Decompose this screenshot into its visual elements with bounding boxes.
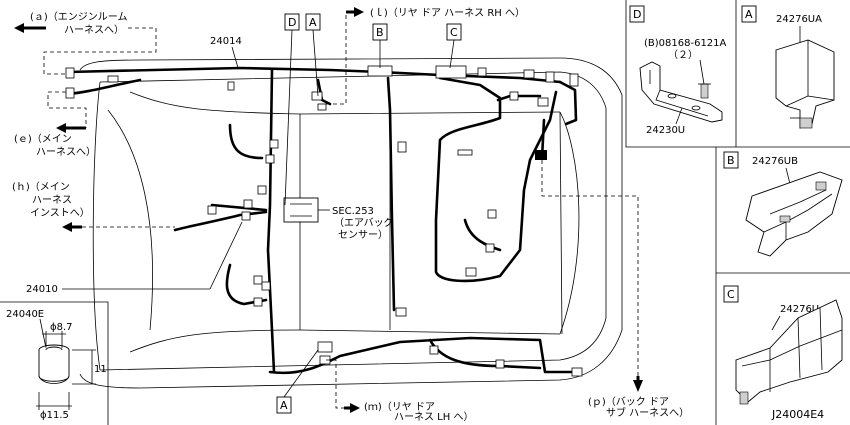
svg-text:B: B <box>727 154 735 167</box>
ref-main-harness-inst: (ｈ)（メイン ハーネス インストへ） <box>12 181 175 232</box>
detail-c-protector: C 24276U <box>723 285 843 405</box>
detail-panel-frame <box>625 0 850 425</box>
svg-text:ハーネス: ハーネス <box>32 194 72 206</box>
ref-main-harness: (ｅ)（メイン ハーネスへ） <box>14 91 96 158</box>
svg-text:24276U: 24276U <box>780 304 819 315</box>
svg-text:C: C <box>727 288 735 301</box>
svg-text:24040E: 24040E <box>6 309 44 320</box>
svg-text:24276UA: 24276UA <box>776 14 822 25</box>
svg-text:(B)08168-6121A: (B)08168-6121A <box>644 38 727 49</box>
diagram-code: J24004E4 <box>771 408 824 421</box>
svg-text:24230U: 24230U <box>646 125 685 136</box>
sec253-label: SEC.253 <box>332 206 374 217</box>
grommet-detail-24040e: 24040E ϕ8.7 11 ϕ11.5 <box>0 301 109 425</box>
callout-c-top: C <box>446 23 462 69</box>
svg-text:A: A <box>309 16 317 29</box>
svg-text:(ｐ)（バック ドア: (ｐ)（バック ドア <box>588 396 669 408</box>
connectors <box>65 65 583 377</box>
svg-text:(ｈ)（メイン: (ｈ)（メイン <box>12 181 70 193</box>
svg-text:D: D <box>633 8 641 21</box>
svg-text:D: D <box>288 16 296 29</box>
svg-text:24276UB: 24276UB <box>752 156 798 167</box>
callout-d-top: D <box>284 13 300 206</box>
svg-text:サブ ハーネスへ）: サブ ハーネスへ） <box>606 406 689 419</box>
svg-text:ハーネスへ）: ハーネスへ） <box>36 146 96 158</box>
detail-a-protector: A 24276UA <box>741 5 835 129</box>
airbag-sensor-unit <box>283 197 330 223</box>
svg-text:B: B <box>376 26 384 39</box>
part-24010-label: 24010 <box>26 284 58 295</box>
callout-a-bottom: A <box>276 349 319 414</box>
svg-text:(ａ)（エンジンルーム: (ａ)（エンジンルーム <box>30 11 128 23</box>
detail-d-bracket: D (B)08168-6121A （２） 24230U <box>629 5 727 136</box>
svg-text:A: A <box>280 399 288 412</box>
svg-text:(ｌ)（リヤ ドア ハーネス RH へ）: (ｌ)（リヤ ドア ハーネス RH へ） <box>370 7 525 19</box>
sec253-label-line3: センサー） <box>338 229 388 241</box>
ref-rear-door-lh: (ｍ)（リヤ ドア ハーネス LH へ） <box>326 359 473 423</box>
svg-text:11: 11 <box>94 364 107 375</box>
ref-engine-room-harness: (ａ)（エンジンルーム ハーネスへ） <box>14 11 157 75</box>
ref-rear-door-rh: (ｌ)（リヤ ドア ハーネス RH へ） <box>326 7 525 105</box>
svg-text:C: C <box>450 26 458 39</box>
svg-text:A: A <box>745 8 753 21</box>
svg-text:インストへ）: インストへ） <box>30 207 90 219</box>
svg-text:ϕ8.7: ϕ8.7 <box>50 322 73 333</box>
callout-b-top: B <box>372 23 388 68</box>
detail-b-protector: B 24276UB <box>723 151 843 257</box>
svg-text:(ｅ)（メイン: (ｅ)（メイン <box>14 133 72 145</box>
callout-a-top: A <box>305 13 321 97</box>
part-24014-label: 24014 <box>210 36 242 47</box>
svg-text:(ｍ)（リヤ ドア: (ｍ)（リヤ ドア <box>364 401 435 413</box>
sec253-label-line2: （エアバッグ <box>334 216 394 229</box>
svg-text:ハーネスへ）: ハーネスへ） <box>64 24 124 36</box>
svg-text:ϕ11.5: ϕ11.5 <box>40 410 69 421</box>
ref-back-door-sub-harness: (ｐ)（バック ドア サブ ハーネスへ） <box>541 160 689 419</box>
svg-text:（２）: （２） <box>668 49 698 61</box>
svg-text:ハーネス LH へ）: ハーネス LH へ） <box>394 411 473 423</box>
